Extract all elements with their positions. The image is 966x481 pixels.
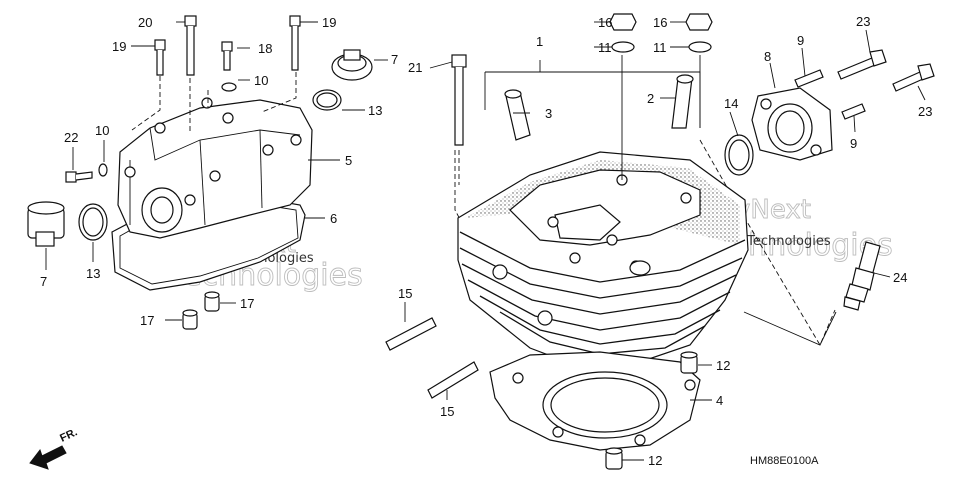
callout-leaders — [45, 21, 926, 461]
callout-19-right: 19 — [322, 15, 336, 30]
dowel-17-a — [204, 291, 220, 312]
bolt-22 — [65, 171, 93, 183]
bolt-21 — [451, 54, 467, 146]
callout-23-lower: 23 — [918, 104, 932, 119]
bolt-20 — [184, 15, 197, 76]
bolt-23-upper — [837, 49, 887, 80]
callout-6: 6 — [330, 211, 337, 226]
watermark-line-3: vNext — [735, 195, 811, 225]
callout-23-upper: 23 — [856, 14, 870, 29]
washer-11-right — [688, 41, 712, 53]
tappet-cap-left — [27, 201, 65, 247]
callout-2: 2 — [647, 91, 654, 106]
callout-17-right: 17 — [240, 296, 254, 311]
callout-12-lower: 12 — [648, 453, 662, 468]
callout-numbers: 20 19 18 10 19 7 13 5 6 10 22 7 13 17 17… — [40, 14, 932, 468]
callout-13-left: 13 — [86, 266, 100, 281]
callout-9-lower: 9 — [850, 136, 857, 151]
diagram-reference-code: HM88E0100A — [750, 455, 819, 467]
intake-group — [724, 49, 935, 346]
bolt-18 — [221, 41, 233, 71]
callout-24: 24 — [893, 270, 907, 285]
callout-10-lower: 10 — [95, 123, 109, 138]
callout-16-left: 16 — [598, 15, 612, 30]
dowel-12-upper — [680, 351, 698, 374]
spark-plug — [843, 241, 881, 311]
washer-11-left — [611, 41, 635, 53]
callout-18: 18 — [258, 41, 272, 56]
bolt-23-lower — [892, 63, 935, 92]
callout-22: 22 — [64, 130, 78, 145]
stud-15-upper — [385, 317, 437, 351]
callout-20: 20 — [138, 15, 152, 30]
callout-21: 21 — [408, 60, 422, 75]
valve-guide-2 — [671, 74, 694, 129]
stud-9-upper — [794, 69, 824, 88]
callout-9-upper: 9 — [797, 33, 804, 48]
washer-10-upper — [221, 82, 237, 92]
dowel-12-lower — [605, 447, 623, 470]
intake-insulator — [751, 87, 833, 161]
callout-16-right: 16 — [653, 15, 667, 30]
callout-8: 8 — [764, 49, 771, 64]
bolt-19-left — [154, 39, 166, 76]
bolt-19-right — [289, 15, 301, 71]
callout-5: 5 — [345, 153, 352, 168]
callout-15-lower: 15 — [440, 404, 454, 419]
nut-16-right — [685, 13, 713, 31]
callout-19-left: 19 — [112, 39, 126, 54]
nut-16-left — [609, 13, 637, 31]
callout-1: 1 — [536, 34, 543, 49]
callout-12-upper: 12 — [716, 358, 730, 373]
stud-15-lower — [427, 361, 479, 399]
head-cover-group — [27, 15, 373, 330]
callout-4: 4 — [716, 393, 723, 408]
callout-7-top: 7 — [391, 52, 398, 67]
cylinder-head-group — [385, 13, 836, 470]
callout-10-upper: 10 — [254, 73, 268, 88]
stud-9-lower — [841, 103, 866, 120]
callout-7-left: 7 — [40, 274, 47, 289]
callout-14: 14 — [724, 96, 738, 111]
front-direction-arrow: FR. — [29, 426, 79, 470]
tappet-cap-top — [331, 49, 373, 81]
callout-15-upper: 15 — [398, 286, 412, 301]
dowel-17-b — [182, 309, 198, 330]
callout-17-left: 17 — [140, 313, 154, 328]
callout-3: 3 — [545, 106, 552, 121]
front-direction-label: FR. — [58, 426, 79, 444]
valve-guide-3 — [504, 89, 531, 141]
callout-11-right: 11 — [653, 40, 667, 55]
callout-11-left: 11 — [598, 40, 612, 55]
callout-13-top: 13 — [368, 103, 382, 118]
washer-10-lower — [98, 163, 108, 177]
